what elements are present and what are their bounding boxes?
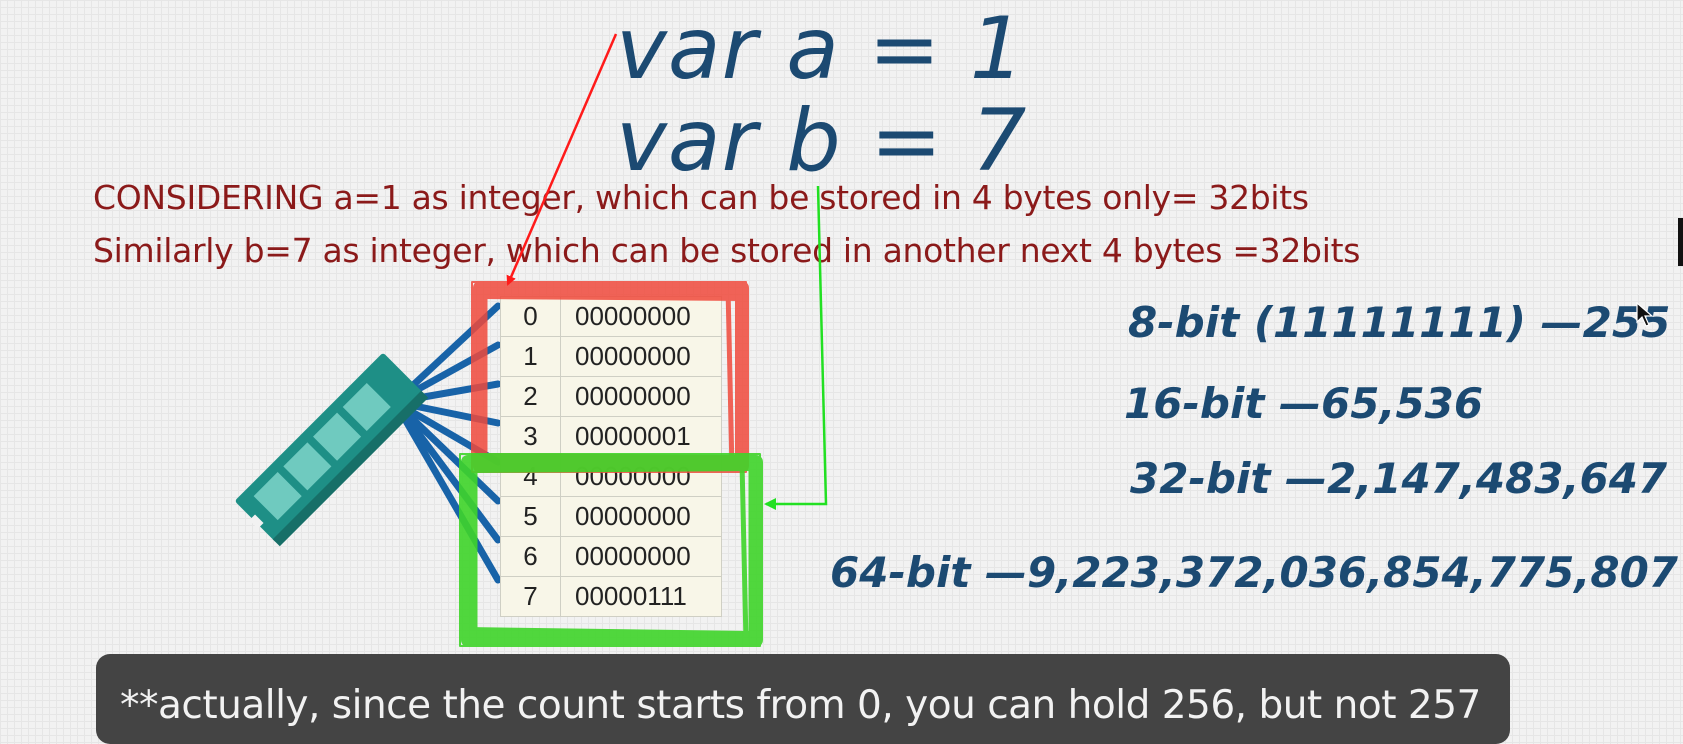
note-integer-b: Similarly b=7 as integer, which can be s… bbox=[93, 231, 1361, 270]
memory-row: 2 00000000 bbox=[500, 376, 722, 417]
memory-row: 5 00000000 bbox=[500, 496, 722, 537]
range-16-bit: 16-bit —65,536 bbox=[1124, 379, 1484, 428]
range-8-bit: 8-bit (11111111) —255 bbox=[1128, 298, 1671, 347]
caption-text: **actually, since the count starts from … bbox=[120, 683, 1481, 728]
memory-row: 1 00000000 bbox=[500, 336, 722, 377]
memory-address: 1 bbox=[500, 336, 561, 377]
memory-value: 00000000 bbox=[560, 536, 722, 577]
memory-address: 3 bbox=[500, 416, 561, 457]
code-line-var-a: var a = 1 bbox=[616, 0, 1026, 99]
memory-value: 00000111 bbox=[560, 576, 722, 617]
range-64-bit: 64-bit —9,223,372,036,854,775,807 bbox=[830, 548, 1679, 597]
mouse-cursor-icon bbox=[1636, 302, 1654, 327]
memory-address: 4 bbox=[500, 456, 561, 497]
memory-address: 2 bbox=[500, 376, 561, 417]
edge-marker bbox=[1678, 218, 1683, 266]
memory-address: 6 bbox=[500, 536, 561, 577]
ram-stick-icon bbox=[235, 353, 429, 547]
memory-row: 4 00000000 bbox=[500, 456, 722, 497]
memory-address: 0 bbox=[500, 296, 561, 337]
range-32-bit: 32-bit —2,147,483,647 bbox=[1130, 454, 1668, 503]
memory-value: 00000000 bbox=[560, 376, 722, 417]
memory-address: 5 bbox=[500, 496, 561, 537]
memory-row: 7 00000111 bbox=[500, 576, 722, 617]
memory-table: 0 00000000 1 00000000 2 00000000 3 00000… bbox=[500, 296, 722, 617]
memory-value: 00000000 bbox=[560, 296, 722, 337]
memory-row: 0 00000000 bbox=[500, 296, 722, 337]
caption-bar bbox=[96, 654, 1510, 744]
memory-address: 7 bbox=[500, 576, 561, 617]
memory-value: 00000000 bbox=[560, 496, 722, 537]
memory-row: 6 00000000 bbox=[500, 536, 722, 577]
code-line-var-b: var b = 7 bbox=[616, 91, 1028, 191]
memory-value: 00000000 bbox=[560, 336, 722, 377]
memory-value: 00000000 bbox=[560, 456, 722, 497]
memory-wires bbox=[391, 302, 502, 584]
note-integer-a: CONSIDERING a=1 as integer, which can be… bbox=[93, 178, 1309, 217]
memory-row: 3 00000001 bbox=[500, 416, 722, 457]
memory-value: 00000001 bbox=[560, 416, 722, 457]
